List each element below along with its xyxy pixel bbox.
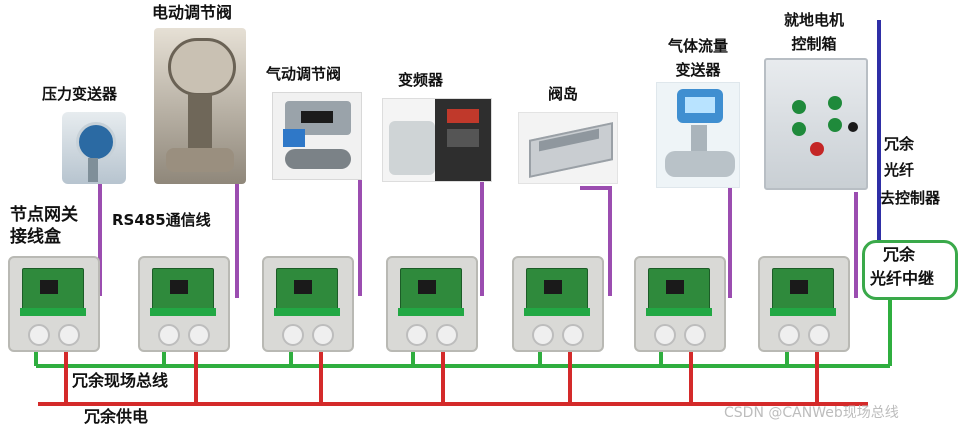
- label-relay-line2: 光纤中继: [870, 269, 935, 288]
- junction-box-2: [138, 256, 230, 352]
- label-electric-valve: 电动调节阀: [152, 3, 233, 22]
- junction-box-5: [512, 256, 604, 352]
- pneumatic-valve-image: [272, 92, 362, 180]
- gas-flow-transmitter-image: [656, 82, 740, 188]
- label-fiber-line3: 去控制器: [880, 189, 941, 207]
- inverter-image: [382, 98, 492, 182]
- junction-box-1: [8, 256, 100, 352]
- label-motor-box-line2: 控制箱: [791, 35, 837, 53]
- valve-island-image: [518, 112, 618, 184]
- junction-box-4: [386, 256, 478, 352]
- label-valve-island: 阀岛: [548, 85, 579, 103]
- junction-box-3: [262, 256, 354, 352]
- junction-box-7: [758, 256, 850, 352]
- label-fiber-line2: 光纤: [884, 161, 915, 179]
- label-gateway-line1: 节点网关: [10, 205, 78, 225]
- label-relay-line1: 冗余: [883, 245, 916, 264]
- pressure-transmitter-image: [62, 112, 126, 184]
- label-inverter: 变频器: [398, 71, 444, 89]
- fiber-relay-box: [862, 240, 958, 300]
- electric-valve-image: [154, 28, 246, 184]
- label-power: 冗余供电: [84, 407, 149, 426]
- label-motor-box-line1: 就地电机: [783, 11, 845, 29]
- label-gas-flow-line2: 变送器: [675, 61, 721, 79]
- box-drops: [34, 350, 819, 404]
- watermark: CSDN @CANWeb现场总线: [724, 405, 899, 421]
- label-gas-flow-line1: 气体流量: [667, 37, 729, 55]
- label-gateway-line2: 接线盒: [10, 227, 61, 247]
- junction-box-6: [634, 256, 726, 352]
- label-fiber-line1: 冗余: [884, 135, 915, 153]
- label-fieldbus: 冗余现场总线: [72, 371, 169, 390]
- label-rs485: RS485通信线: [112, 211, 211, 229]
- label-pneumatic-valve: 气动调节阀: [266, 65, 342, 83]
- motor-control-box-image: [764, 58, 868, 190]
- label-pressure-transmitter: 压力变送器: [42, 85, 118, 103]
